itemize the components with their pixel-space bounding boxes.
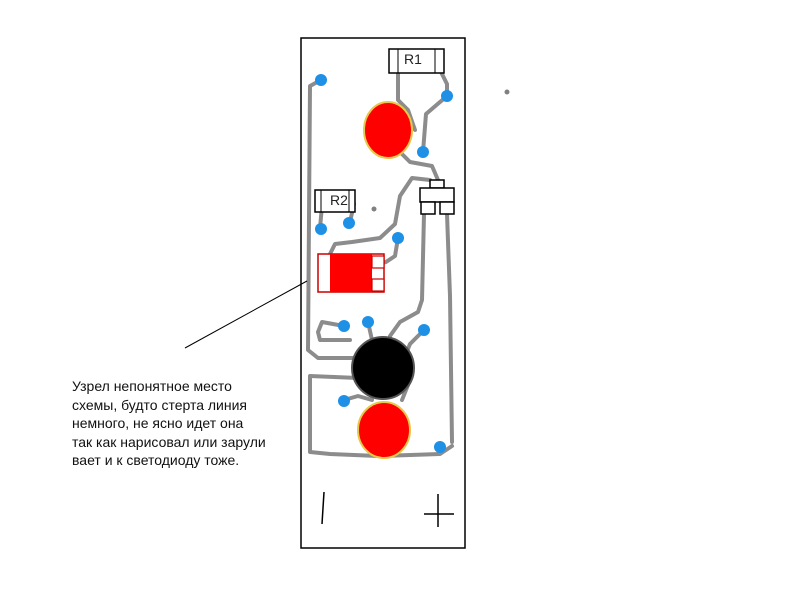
plus-sign-icon: [424, 494, 454, 527]
annotation-pointer: [184, 280, 308, 349]
trace-led-top-bottom: [396, 148, 440, 182]
pad: [343, 217, 355, 229]
trace-bottom-right: [378, 444, 454, 458]
annotation-line: схемы, будто стерта линия: [72, 396, 248, 413]
trace-top-to-r2: [328, 176, 432, 256]
trace-transistor-to-left: [308, 374, 380, 458]
transistor: [351, 336, 415, 400]
resistor-r2: R2: [314, 189, 356, 213]
pad: [418, 324, 430, 336]
pad: [362, 316, 374, 328]
led-bottom: [357, 401, 411, 459]
pad: [315, 74, 327, 86]
r2-label: R2: [330, 192, 348, 208]
stray-dot: [504, 89, 510, 95]
pad: [441, 90, 453, 102]
stray-dot: [371, 206, 377, 212]
pad: [417, 146, 429, 158]
sot-component: [419, 179, 455, 215]
pad: [338, 320, 350, 332]
trace-left-bus: [306, 78, 356, 360]
pads: [315, 74, 453, 453]
pad: [338, 395, 350, 407]
pad: [315, 223, 327, 235]
trace-right-bus: [445, 212, 454, 444]
trace-right-to-junction: [421, 94, 449, 154]
pad: [392, 232, 404, 244]
annotation-line: вает и к светодиоду тоже.: [72, 452, 240, 468]
resistor-r1: R1: [388, 48, 445, 74]
minus-sign-icon: [321, 491, 325, 525]
pad: [434, 441, 446, 453]
annotation-line: немного, не ясно идет она: [72, 415, 244, 431]
red-smd-component: [317, 253, 385, 293]
annotation-text: Узрел непонятное место схемы, будто стер…: [72, 377, 312, 470]
annotation-line: так как нарисовал или зарули: [72, 433, 266, 450]
annotation-line: Узрел непонятное место: [72, 378, 232, 394]
trace-hook-left: [316, 320, 352, 342]
led-top: [363, 101, 413, 159]
r1-label: R1: [404, 51, 422, 67]
